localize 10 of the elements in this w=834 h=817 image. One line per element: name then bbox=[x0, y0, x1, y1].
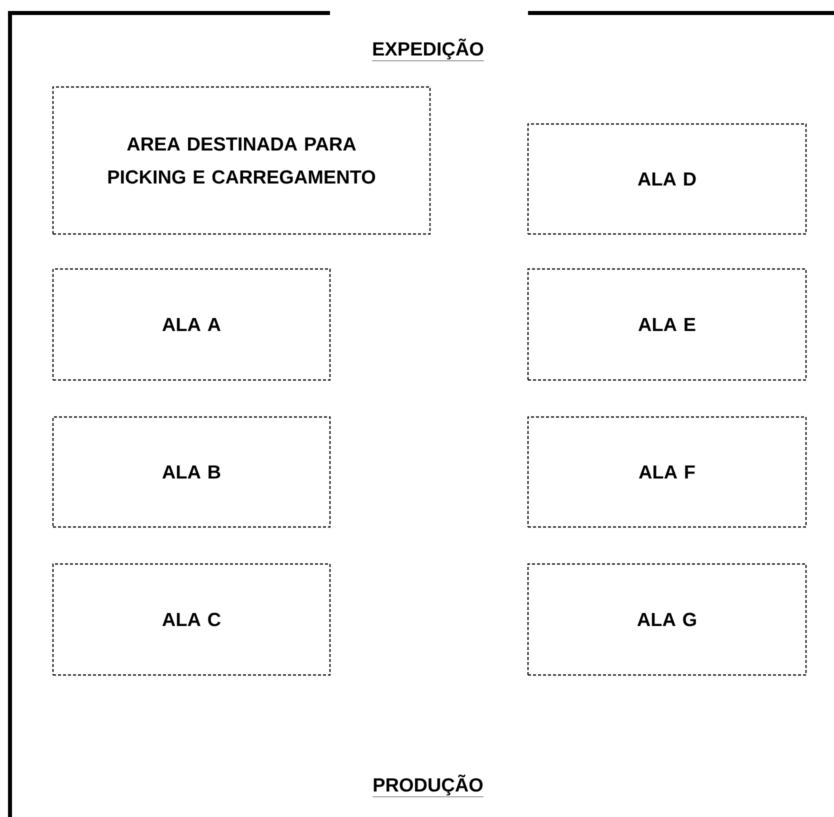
zone-label: PRODUÇÃO bbox=[372, 774, 484, 798]
zone-label: EXPEDIÇÃO bbox=[372, 38, 484, 62]
area-box: ALA F bbox=[527, 416, 807, 528]
area-box: AREA DESTINADA PARA PICKING E CARREGAMENTO bbox=[52, 86, 431, 235]
area-box: ALA A bbox=[52, 268, 331, 381]
area-box: ALA G bbox=[527, 563, 807, 676]
area-box: ALA D bbox=[527, 123, 807, 235]
area-box: ALA B bbox=[52, 416, 331, 528]
area-box: ALA E bbox=[527, 268, 807, 381]
area-box: ALA C bbox=[52, 563, 331, 676]
